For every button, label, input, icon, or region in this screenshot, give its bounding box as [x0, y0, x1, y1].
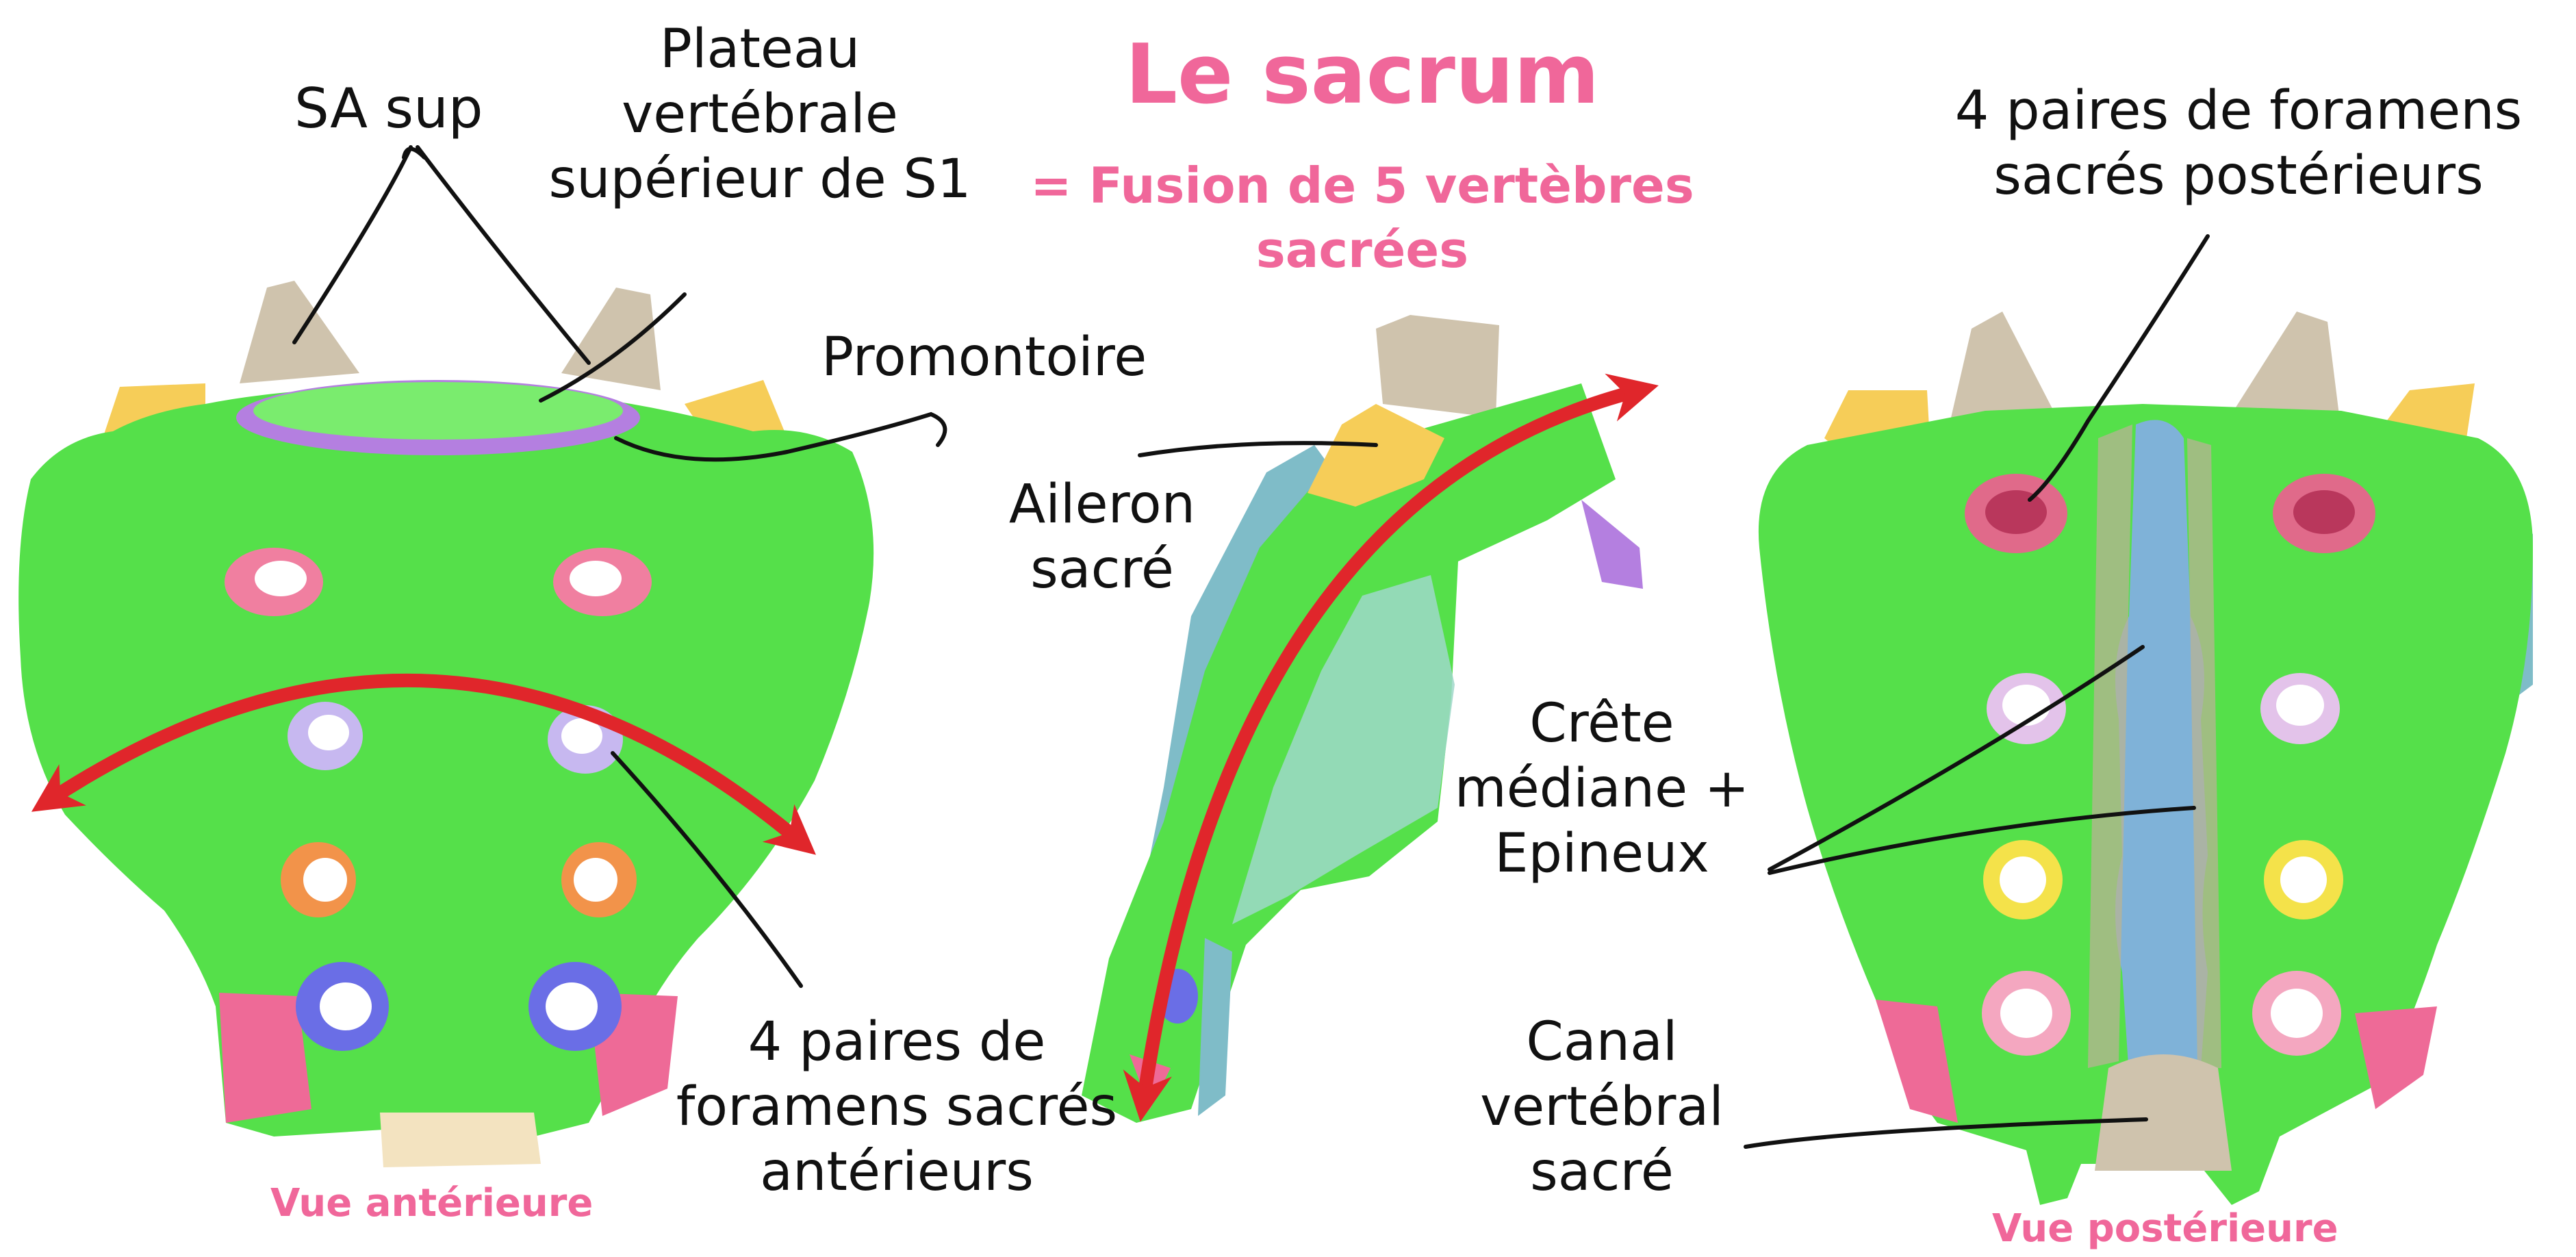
anterior-plateau-surface: [253, 382, 623, 440]
label-canal-line-1: Canal: [1438, 1010, 1766, 1075]
label-crete-line-2: médiane +: [1424, 757, 1780, 822]
posterior-sacrum: [1759, 312, 2533, 1205]
label-plateau-line-1: Plateau: [527, 17, 993, 82]
label-foramens-anterieurs: 4 paires de foramens sacrés antérieurs: [643, 1010, 1150, 1205]
label-aileron: Aileron sacré: [986, 472, 1219, 602]
label-vue-anterieure: Vue antérieure: [270, 1181, 593, 1226]
page-subtitle: = Fusion de 5 vertèbres sacrées: [1006, 154, 1718, 282]
anterior-sap-right: [561, 288, 661, 390]
lateral-plateau-edge: [1581, 500, 1643, 589]
label-canal-line-2: vertébral: [1438, 1075, 1766, 1140]
label-sa-sup: SA sup: [294, 75, 483, 142]
label-foramens-posterieurs: 4 paires de foramens sacrés postérieurs: [1910, 79, 2567, 209]
label-vue-posterieure: Vue postérieure: [1992, 1206, 2338, 1251]
leader-sa-sup-left: [294, 147, 411, 342]
label-foramens-anterieurs-line-2: foramens sacrés: [643, 1075, 1150, 1140]
label-plateau: Plateau vertébrale supérieur de S1: [527, 17, 993, 212]
subtitle-line-2: sacrées: [1006, 218, 1718, 283]
label-plateau-line-3: supérieur de S1: [527, 147, 993, 212]
label-foramens-posterieurs-line-2: sacrés postérieurs: [1910, 144, 2567, 209]
page-title: Le sacrum: [1075, 27, 1650, 123]
label-plateau-line-2: vertébrale: [527, 82, 993, 147]
label-foramens-anterieurs-line-1: 4 paires de: [643, 1010, 1150, 1075]
subtitle-line-1: = Fusion de 5 vertèbres: [1006, 154, 1718, 218]
label-foramens-anterieurs-line-3: antérieurs: [643, 1140, 1150, 1205]
label-crete: Crête médiane + Epineux: [1424, 691, 1780, 887]
posterior-canal: [2095, 1054, 2232, 1171]
label-crete-line-1: Crête: [1424, 691, 1780, 757]
posterior-sap-left: [1951, 312, 2061, 424]
label-aileron-line-2: sacré: [986, 537, 1219, 602]
label-crete-line-3: Epineux: [1424, 822, 1780, 887]
label-aileron-line-1: Aileron: [986, 472, 1219, 537]
label-promontoire: Promontoire: [821, 325, 1147, 390]
label-foramens-posterieurs-line-1: 4 paires de foramens: [1910, 79, 2567, 144]
label-canal: Canal vertébral sacré: [1438, 1010, 1766, 1205]
label-canal-line-3: sacré: [1438, 1140, 1766, 1205]
posterior-lower-pink-right: [2355, 1006, 2437, 1109]
anterior-coccyx: [380, 1113, 541, 1167]
lateral-sap: [1376, 315, 1499, 418]
